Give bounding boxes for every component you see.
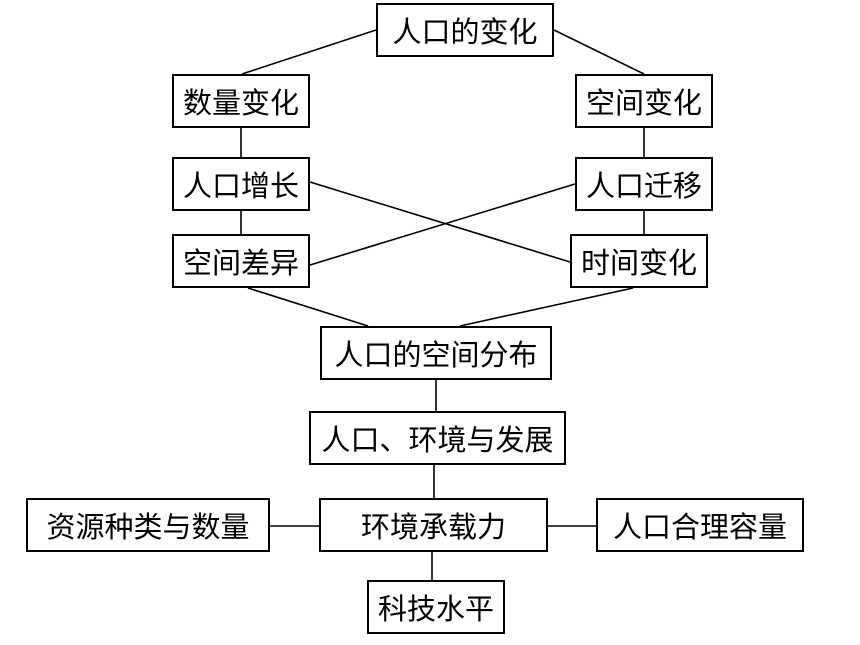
edge-migration-difference-cross (309, 183, 576, 266)
node-reasonable-capacity: 人口合理容量 (596, 498, 804, 552)
node-population-change: 人口的变化 (376, 3, 554, 57)
edge-difference-distribution (247, 287, 369, 327)
node-time-change: 时间变化 (570, 234, 708, 288)
node-spatial-distribution: 人口的空间分布 (320, 326, 552, 380)
node-quantity-change: 数量变化 (172, 74, 310, 128)
node-population-environment: 人口、环境与发展 (309, 411, 566, 465)
node-spatial-difference: 空间差异 (172, 234, 310, 288)
edge-time-distribution (459, 287, 634, 327)
node-technology: 科技水平 (367, 580, 505, 634)
node-space-change: 空间变化 (575, 74, 713, 128)
node-population-growth: 人口增长 (172, 157, 310, 211)
node-resources: 资源种类与数量 (26, 498, 270, 552)
node-population-migration: 人口迁移 (575, 157, 713, 211)
node-carrying-capacity: 环境承载力 (319, 498, 548, 552)
edge-root-space (553, 29, 645, 75)
edge-root-quantity (241, 29, 377, 75)
edge-growth-time-cross (309, 181, 571, 263)
